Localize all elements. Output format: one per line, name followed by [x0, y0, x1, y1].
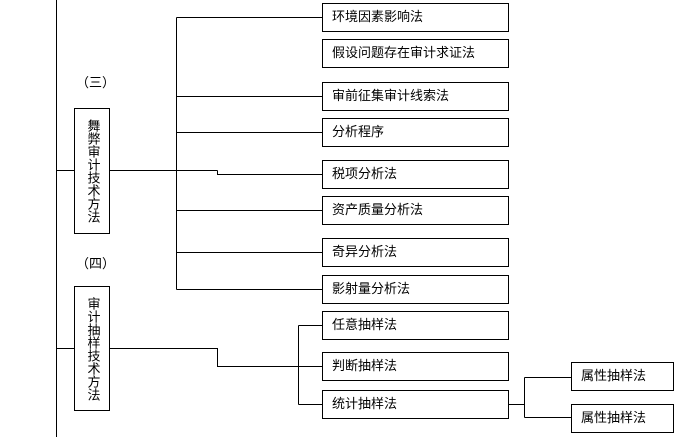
- method-pre-audit-clues: 审前征集审计线索法: [322, 82, 509, 111]
- submethod-attribute-sampling-1: 属性抽样法: [571, 362, 674, 391]
- section3-number: （三）: [76, 76, 116, 91]
- method-judgment-sampling: 判断抽样法: [322, 352, 509, 381]
- method-hypothesis-verification: 假设问题存在审计求证法: [322, 39, 509, 68]
- method-shadow-quantity: 影射量分析法: [322, 275, 509, 304]
- method-random-sampling: 任意抽样法: [322, 311, 509, 340]
- method-tax-analysis: 税项分析法: [322, 160, 509, 189]
- section4-number: （四）: [76, 257, 116, 272]
- method-anomaly-analysis: 奇异分析法: [322, 238, 509, 267]
- submethod-attribute-sampling-2: 属性抽样法: [571, 404, 674, 433]
- method-environment-factor: 环境因素影响法: [322, 3, 509, 32]
- method-asset-quality: 资产质量分析法: [322, 196, 509, 225]
- section4-title: 审计抽样技术方法: [74, 286, 110, 411]
- method-analytical-procedures: 分析程序: [322, 118, 509, 147]
- section3-title: 舞弊审计技术方法: [74, 108, 110, 234]
- method-statistical-sampling: 统计抽样法: [322, 390, 509, 419]
